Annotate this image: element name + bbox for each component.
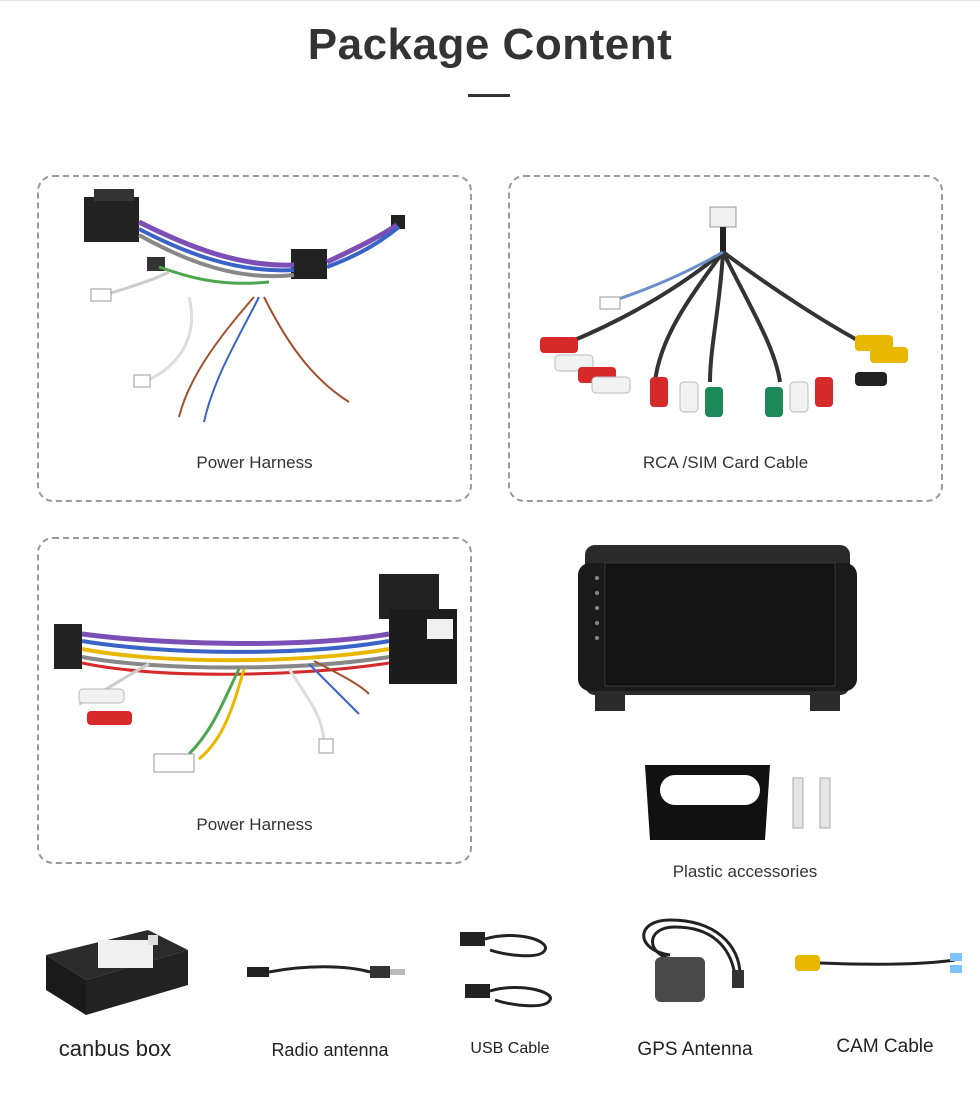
power-harness-image <box>84 189 405 423</box>
power-harness-panel: Power Harness <box>37 175 472 502</box>
power-harness-panel-2: Power Harness <box>37 537 472 864</box>
gps-antenna-caption: GPS Antenna <box>637 1039 753 1060</box>
gps-antenna-image <box>642 918 744 1002</box>
rca-sim-card-cable-caption: RCA /SIM Card Cable <box>642 453 809 472</box>
top-divider <box>0 0 980 1</box>
power-harness-caption-2: Power Harness <box>196 815 313 834</box>
rca-sim-card-cable-panel: RCA /SIM Card Cable <box>508 175 943 502</box>
radio-antenna-caption: Radio antenna <box>271 1040 389 1060</box>
title-underline <box>468 94 510 97</box>
canbus-box-caption: canbus box <box>58 1036 172 1061</box>
head-unit-image <box>578 545 857 711</box>
radio-antenna-image <box>247 965 405 978</box>
power-harness-caption: Power Harness <box>196 453 313 472</box>
usb-cable-caption: USB Cable <box>470 1040 550 1057</box>
plastic-accessories-image <box>645 765 831 840</box>
cam-cable-caption: CAM Cable <box>836 1036 934 1057</box>
cam-cable-image <box>795 953 962 973</box>
usb-cable-image <box>460 932 552 1008</box>
canbus-box-image <box>46 930 188 1015</box>
rca-sim-card-cable-image <box>540 206 908 417</box>
power-harness-image-2 <box>54 574 457 773</box>
plastic-accessories-caption: Plastic accessories <box>672 862 818 881</box>
page-title: Package Content <box>307 20 673 69</box>
